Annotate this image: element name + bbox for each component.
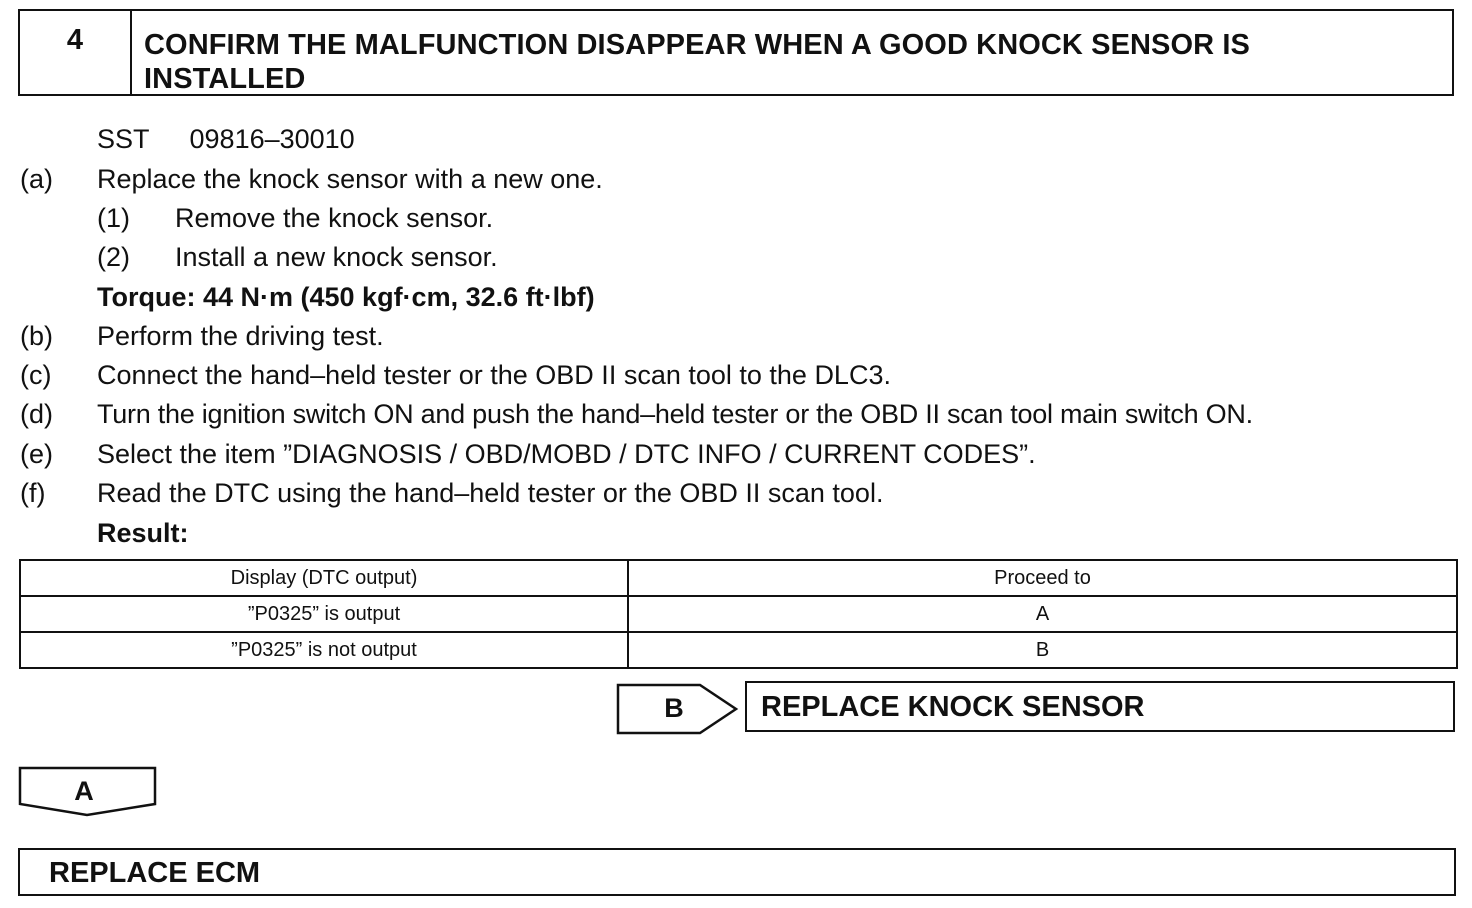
table-row: ”P0325” is output A bbox=[19, 595, 1458, 633]
step-title-line-1: CONFIRM THE MALFUNCTION DISAPPEAR WHEN A… bbox=[144, 29, 1250, 61]
branch-a-letter: A bbox=[74, 776, 94, 806]
table-cell: ”P0325” is output bbox=[19, 595, 629, 633]
instruction-marker: (2) bbox=[97, 242, 130, 272]
instruction-marker: (d) bbox=[20, 399, 53, 429]
instruction-marker: (1) bbox=[97, 203, 130, 233]
instruction-marker: (c) bbox=[20, 360, 52, 390]
instruction-marker: (a) bbox=[20, 164, 53, 194]
table-header-row: Display (DTC output) Proceed to bbox=[19, 559, 1458, 597]
table-cell: ”P0325” is not output bbox=[19, 631, 629, 669]
branch-b-letter: B bbox=[664, 693, 684, 723]
instruction-text: Install a new knock sensor. bbox=[175, 242, 498, 272]
table-row: ”P0325” is not output B bbox=[19, 631, 1458, 669]
instruction-text: Read the DTC using the hand–held tester … bbox=[97, 478, 884, 508]
sst-value: 09816–30010 bbox=[189, 124, 355, 154]
instruction-text: Perform the driving test. bbox=[97, 321, 384, 351]
instruction-marker: (b) bbox=[20, 321, 53, 351]
instruction-text: Turn the ignition switch ON and push the… bbox=[97, 399, 1253, 429]
step-title: CONFIRM THE MALFUNCTION DISAPPEAR WHEN A… bbox=[132, 11, 1452, 95]
instruction-text: Select the item ”DIAGNOSIS / OBD/MOBD / … bbox=[97, 439, 1036, 469]
sst-line: SST 09816–30010 bbox=[97, 123, 355, 155]
branch-b-action: REPLACE KNOCK SENSOR bbox=[745, 681, 1455, 732]
table-cell: B bbox=[627, 631, 1458, 669]
instruction-text: Remove the knock sensor. bbox=[175, 203, 494, 233]
table-header-display: Display (DTC output) bbox=[19, 559, 629, 597]
sst-label: SST bbox=[97, 124, 150, 154]
result-label: Result: bbox=[97, 518, 189, 548]
instruction-text: Replace the knock sensor with a new one. bbox=[97, 164, 603, 194]
step-header: 4 CONFIRM THE MALFUNCTION DISAPPEAR WHEN… bbox=[18, 9, 1454, 96]
branch-b-arrow-icon bbox=[616, 683, 739, 735]
branch-a-arrow-icon bbox=[18, 766, 157, 817]
instruction-marker: (f) bbox=[20, 478, 46, 508]
instruction-marker: (e) bbox=[20, 439, 53, 469]
table-cell: A bbox=[627, 595, 1458, 633]
instruction-text: Connect the hand–held tester or the OBD … bbox=[97, 360, 891, 390]
branch-a-action: REPLACE ECM bbox=[18, 848, 1456, 896]
torque-spec: Torque: 44 N·m (450 kgf·cm, 32.6 ft·lbf) bbox=[97, 282, 595, 312]
step-title-line-2: INSTALLED bbox=[144, 63, 306, 95]
table-header-proceed: Proceed to bbox=[627, 559, 1458, 597]
step-number: 4 bbox=[20, 11, 132, 94]
result-table: Display (DTC output) Proceed to ”P0325” … bbox=[19, 559, 1458, 669]
